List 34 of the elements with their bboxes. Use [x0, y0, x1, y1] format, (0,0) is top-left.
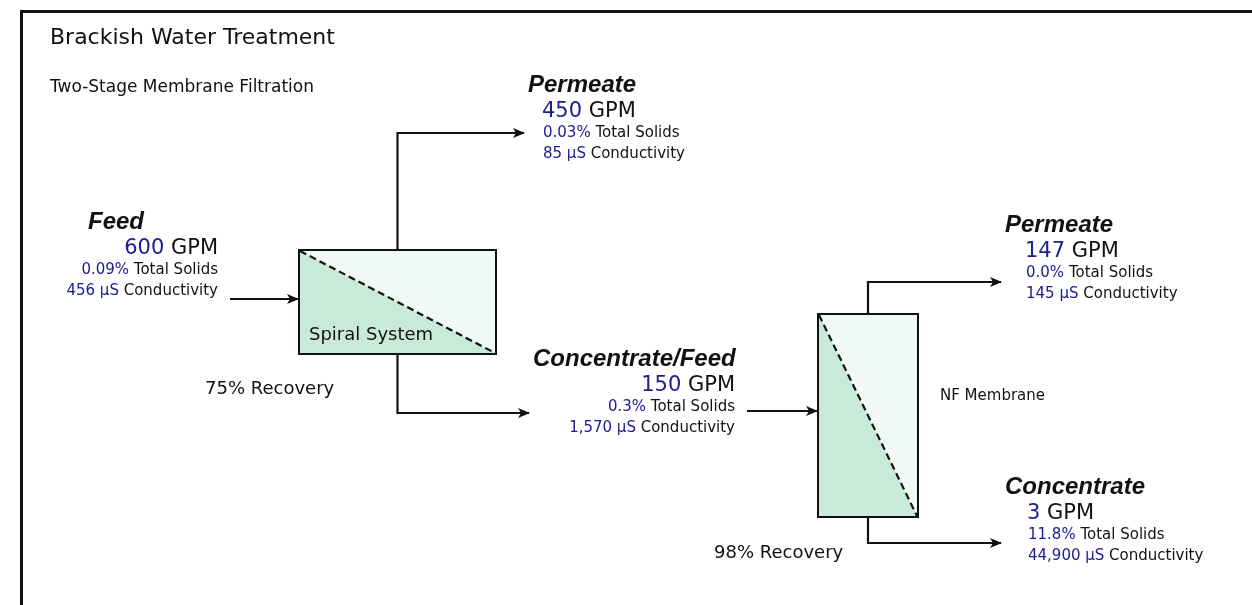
- recovery-label: 75% Recovery: [205, 377, 335, 398]
- membrane-box: [817, 313, 919, 518]
- flow-arrow: [230, 294, 299, 304]
- flow-arrow: [396, 355, 530, 418]
- stream-heading: Feed: [88, 207, 144, 235]
- flow-rate: 147 GPM: [1025, 238, 1119, 262]
- stream-heading: Concentrate/Feed: [533, 344, 736, 372]
- subtitle: Two-Stage Membrane Filtration: [50, 76, 314, 96]
- membrane-box: [298, 249, 497, 355]
- stream-property: 145 µS Conductivity: [1026, 283, 1178, 304]
- unit-label: Spiral System: [309, 323, 434, 344]
- membrane-note: NF Membrane: [940, 386, 1045, 404]
- stream-property: 0.03% Total Solids: [543, 122, 680, 143]
- flow-rate: 3 GPM: [1027, 500, 1095, 524]
- diagram-title: Brackish Water Treatment: [50, 24, 335, 49]
- stream-heading: Permeate: [1005, 210, 1114, 238]
- stream-heading: Permeate: [528, 70, 637, 98]
- flow-arrow: [866, 277, 1002, 313]
- stream-property: 0.09% Total Solids: [81, 259, 218, 280]
- stream-property: 85 µS Conductivity: [543, 143, 685, 164]
- stream-property: 44,900 µS Conductivity: [1028, 545, 1204, 566]
- stream-property: 1,570 µS Conductivity: [569, 417, 735, 438]
- stream-property: 0.3% Total Solids: [607, 396, 735, 417]
- flow-rate: 450 GPM: [542, 98, 636, 122]
- stream-property: 11.8% Total Solids: [1028, 524, 1165, 545]
- flow-rate: 150 GPM: [641, 372, 735, 396]
- recovery-label: 98% Recovery: [714, 541, 844, 562]
- flow-arrow: [866, 518, 1002, 548]
- stream-property: 0.0% Total Solids: [1026, 262, 1154, 283]
- flow-arrow: [747, 406, 818, 416]
- flow-rate: 600 GPM: [124, 235, 218, 259]
- stream-heading: Concentrate: [1005, 472, 1146, 500]
- stream-property: 456 µS Conductivity: [66, 280, 218, 301]
- flow-arrow: [396, 128, 525, 249]
